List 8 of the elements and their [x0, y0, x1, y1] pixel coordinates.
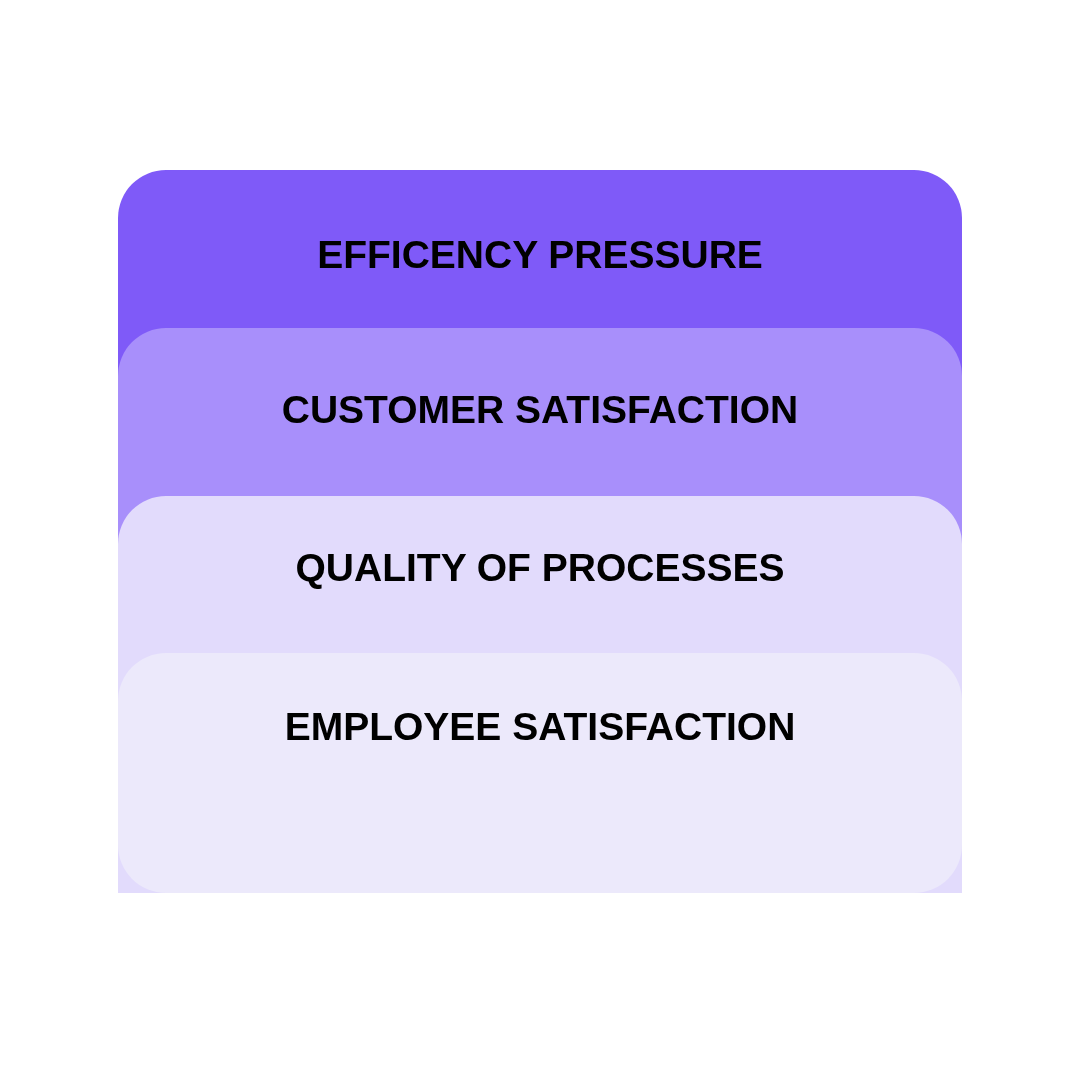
- layer-card: [118, 496, 962, 653]
- layer-card: [118, 170, 962, 328]
- layer-label: QUALITY OF PROCESSES: [295, 545, 785, 591]
- layer-label: EMPLOYEE SATISFACTION: [284, 704, 796, 750]
- layer-card: [118, 328, 962, 496]
- layer-label: CUSTOMER SATISFACTION: [281, 387, 799, 433]
- layer-label: EFFICENCY PRESSURE: [317, 232, 763, 278]
- layer-card: [118, 653, 962, 893]
